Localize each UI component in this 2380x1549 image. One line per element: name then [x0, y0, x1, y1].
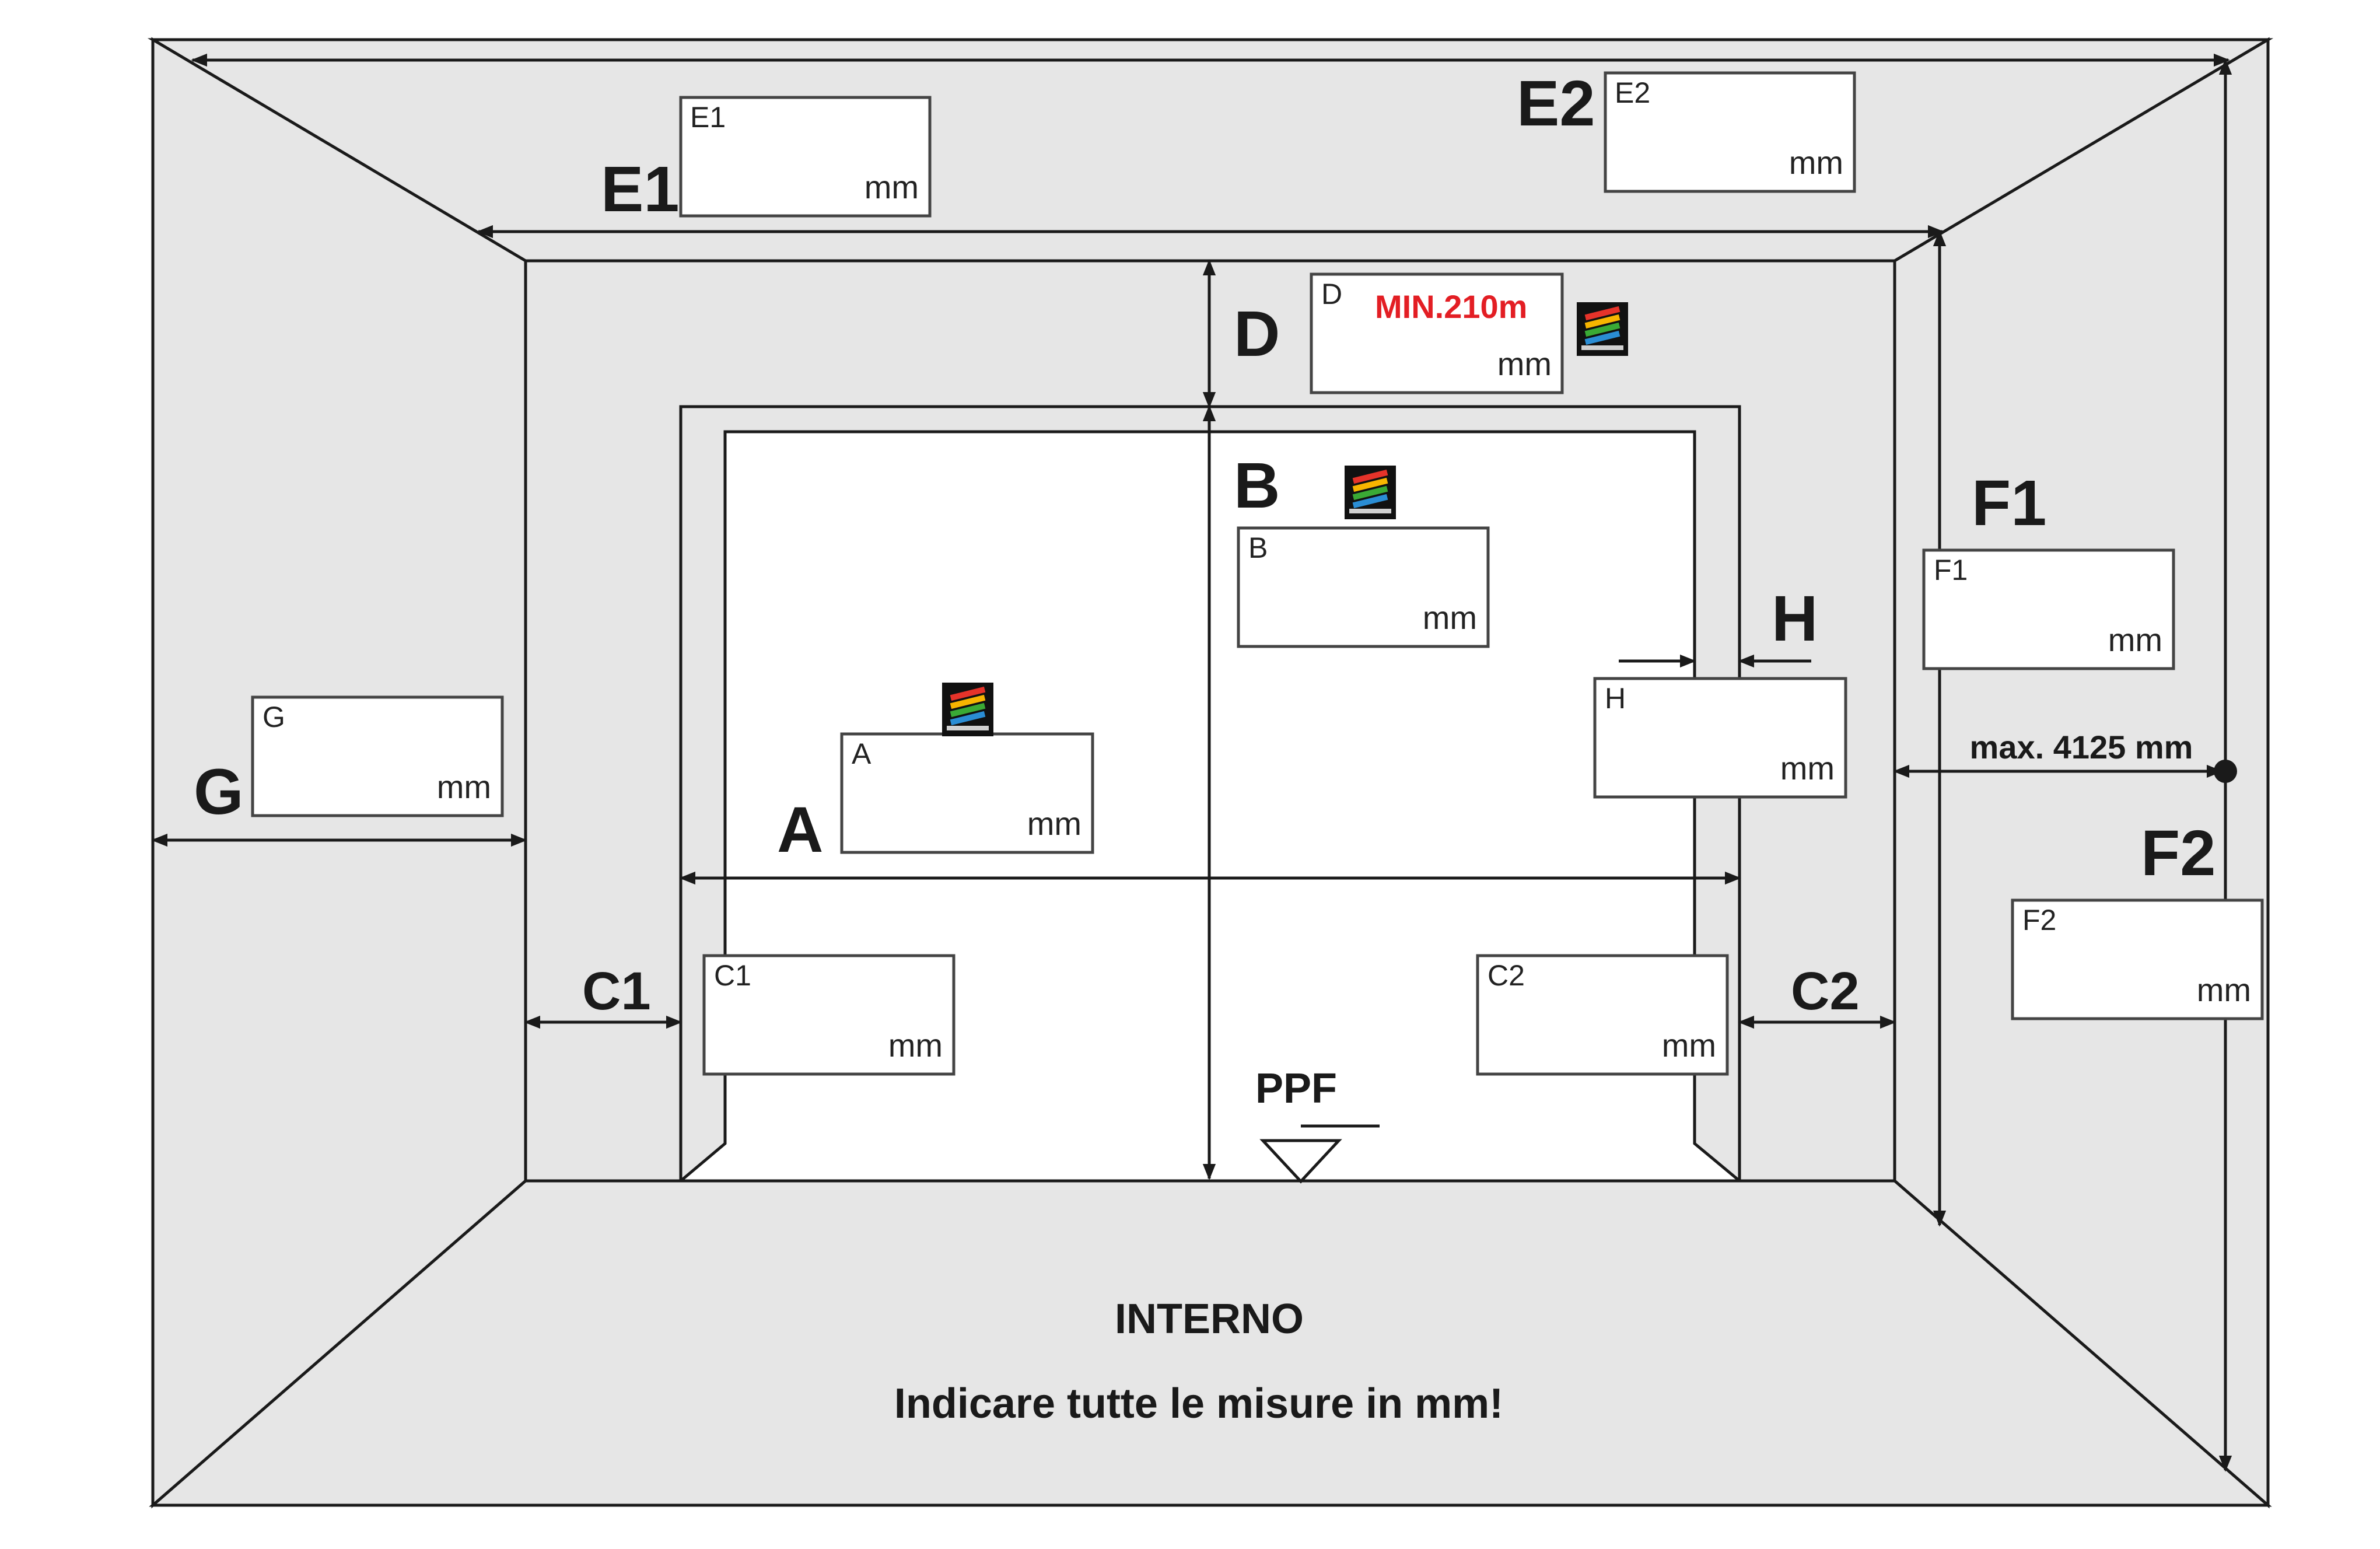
label-A: A: [777, 794, 823, 866]
mdm-logo-icon: [942, 683, 993, 736]
box-F1-letter: F1: [1934, 554, 1968, 586]
measure-box-A[interactable]: A mm: [840, 732, 1094, 854]
box-C1-letter: C1: [714, 959, 751, 992]
measure-box-E2[interactable]: E2 mm: [1604, 71, 1856, 193]
label-C2: C2: [1791, 961, 1860, 1021]
floor: [149, 1179, 2272, 1507]
label-C1: C1: [582, 961, 651, 1021]
dimension-lines: [151, 53, 2232, 1472]
box-D-unit: mm: [1497, 345, 1552, 382]
label-F2: F2: [2141, 817, 2216, 889]
measure-box-E1[interactable]: E1 mm: [679, 96, 932, 218]
box-H-letter: H: [1605, 682, 1626, 715]
max-dot: [2214, 760, 2237, 783]
measure-box-C2[interactable]: C2 mm: [1476, 954, 1729, 1076]
measure-box-D[interactable]: D MIN.210m mm: [1310, 272, 1564, 394]
label-F1: F1: [1972, 467, 2046, 539]
label-G: G: [194, 756, 244, 828]
floor-instruction: Indicare tutte le misure in mm!: [894, 1380, 1503, 1427]
box-B-letter: B: [1248, 532, 1268, 564]
mdm-logo-icon: [1577, 302, 1628, 356]
floor-title: INTERNO: [1115, 1296, 1304, 1342]
box-B-unit: mm: [1423, 599, 1477, 636]
measure-box-F2[interactable]: F2 mm: [2011, 898, 2264, 1020]
label-E1: E1: [601, 153, 680, 225]
measure-box-F1[interactable]: F1 mm: [1922, 548, 2175, 670]
box-F2-unit: mm: [2197, 971, 2251, 1008]
measure-box-G[interactable]: G mm: [251, 695, 504, 817]
box-C1-unit: mm: [888, 1027, 943, 1064]
box-H-unit: mm: [1780, 750, 1835, 786]
box-F2-letter: F2: [2022, 904, 2056, 936]
measure-box-C1[interactable]: C1 mm: [702, 954, 956, 1076]
label-B: B: [1234, 450, 1280, 522]
box-E1-unit: mm: [864, 169, 919, 205]
box-E1-letter: E1: [690, 101, 726, 134]
measure-box-B[interactable]: B mm: [1237, 526, 1490, 648]
dimension-labels: E1 E2 D B A G H C1 C2 F1 F2: [194, 68, 2216, 1021]
box-A-unit: mm: [1027, 805, 1082, 842]
box-G-unit: mm: [437, 768, 491, 805]
box-C2-unit: mm: [1662, 1027, 1716, 1064]
box-C2-letter: C2: [1488, 959, 1525, 992]
box-D-letter: D: [1321, 278, 1342, 310]
label-E2: E2: [1517, 68, 1595, 139]
box-F1-unit: mm: [2108, 621, 2162, 658]
box-E2-letter: E2: [1615, 76, 1650, 109]
ppf-triangle: [1259, 1139, 1342, 1184]
box-G-letter: G: [262, 701, 285, 733]
max-width-label: max. 4125 mm: [1970, 729, 2193, 765]
ppf-symbol: [1259, 1124, 1380, 1184]
ppf-label: PPF: [1255, 1065, 1337, 1112]
box-D-note: MIN.210m: [1375, 288, 1527, 325]
mdm-logo-icon: [1345, 466, 1396, 519]
box-A-letter: A: [852, 737, 872, 770]
measure-box-H[interactable]: H mm: [1593, 677, 1847, 799]
label-D: D: [1234, 298, 1280, 370]
label-H: H: [1772, 583, 1818, 655]
box-E2-unit: mm: [1789, 144, 1843, 181]
